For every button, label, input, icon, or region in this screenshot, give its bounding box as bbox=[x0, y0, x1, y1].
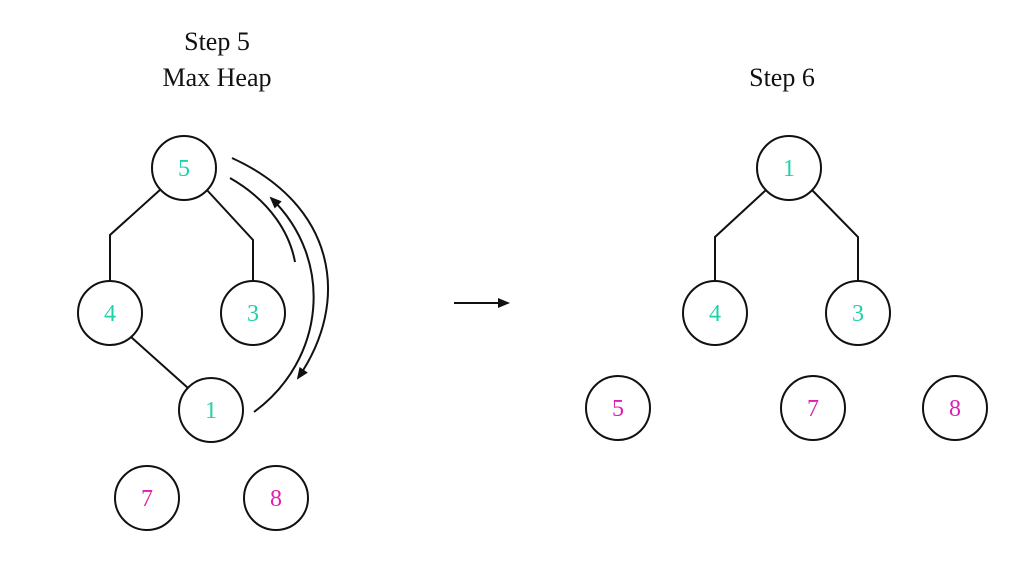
step5-sorted-node-b: 8 bbox=[243, 465, 309, 531]
step6-node-left-label: 4 bbox=[709, 301, 721, 327]
step5-sorted-node-a-label: 7 bbox=[141, 486, 153, 512]
step6-node-right: 3 bbox=[825, 280, 891, 346]
step6-sorted-node-c: 8 bbox=[922, 375, 988, 441]
step6-sorted-node-b: 7 bbox=[780, 375, 846, 441]
step5-node-right-label: 3 bbox=[247, 301, 259, 327]
step6-node-left: 4 bbox=[682, 280, 748, 346]
edge-1-to-3 bbox=[811, 189, 859, 282]
step5-node-right: 3 bbox=[220, 280, 286, 346]
step6-sorted-node-b-label: 7 bbox=[807, 396, 819, 422]
step5-sorted-node-a: 7 bbox=[114, 465, 180, 531]
step6-sorted-node-c-label: 8 bbox=[949, 396, 961, 422]
step5-sorted-node-b-label: 8 bbox=[270, 486, 282, 512]
edge-4-to-1 bbox=[130, 336, 189, 389]
step5-panel: Step 5 Max Heap 5 4 3 1 7 bbox=[77, 27, 329, 531]
edge-5-to-3 bbox=[205, 188, 254, 282]
step5-node-left-left-label: 1 bbox=[205, 398, 217, 424]
step5-node-left-left: 1 bbox=[178, 377, 244, 443]
step6-node-root: 1 bbox=[756, 135, 822, 201]
swap-arrow-down bbox=[231, 157, 329, 380]
step5-node-left: 4 bbox=[77, 280, 143, 346]
step6-sorted-node-a: 5 bbox=[585, 375, 651, 441]
step6-node-right-label: 3 bbox=[852, 301, 864, 327]
swap-arrow-up bbox=[253, 196, 315, 413]
step5-title-line2: Max Heap bbox=[162, 63, 271, 92]
step5-node-root-label: 5 bbox=[178, 156, 190, 182]
step6-node-root-label: 1 bbox=[783, 156, 795, 182]
edge-5-to-4 bbox=[109, 188, 162, 282]
step5-node-left-label: 4 bbox=[104, 301, 116, 327]
edge-1-to-4 bbox=[714, 189, 767, 282]
step6-sorted-node-a-label: 5 bbox=[612, 396, 624, 422]
step6-panel: Step 6 1 4 3 5 7 8 bbox=[585, 63, 988, 441]
step6-title: Step 6 bbox=[749, 63, 815, 92]
step5-title-line1: Step 5 bbox=[184, 27, 250, 56]
swap-arc-tail bbox=[229, 177, 296, 263]
step5-node-root: 5 bbox=[151, 135, 217, 201]
